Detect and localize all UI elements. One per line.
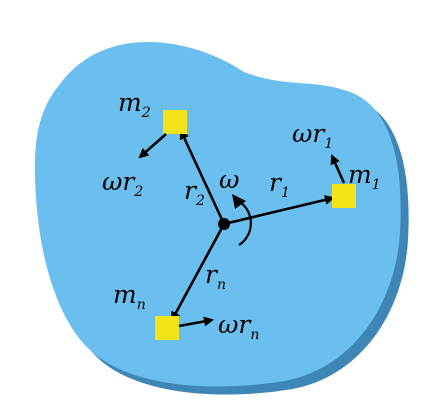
omega-label: ω bbox=[219, 165, 239, 194]
velocity-n-vector bbox=[178, 316, 214, 328]
velocity-1-vector bbox=[330, 154, 346, 184]
velocity-2-vector bbox=[138, 133, 167, 159]
r1-vector bbox=[223, 194, 335, 226]
mn-label: mn bbox=[113, 280, 146, 313]
r2-vector bbox=[179, 129, 226, 225]
m2-label: m2 bbox=[118, 88, 151, 121]
r2-label: r2 bbox=[184, 176, 205, 209]
rigid-body bbox=[34, 42, 401, 387]
m1-label: m1 bbox=[348, 160, 381, 193]
wr2-label: ωr2 bbox=[102, 167, 143, 200]
mass-1 bbox=[332, 184, 356, 208]
wrn-label: ωrn bbox=[218, 310, 259, 343]
rotation-axis-point bbox=[218, 218, 230, 230]
rotation-arrow bbox=[238, 201, 252, 246]
r1-label: r1 bbox=[269, 168, 290, 201]
mass-2 bbox=[163, 110, 187, 134]
wr1-label: ωr1 bbox=[292, 119, 333, 152]
rn-vector bbox=[170, 223, 226, 322]
rn-label: rn bbox=[205, 260, 226, 293]
mass-n bbox=[155, 316, 179, 340]
rotation-arrowhead bbox=[232, 194, 246, 209]
